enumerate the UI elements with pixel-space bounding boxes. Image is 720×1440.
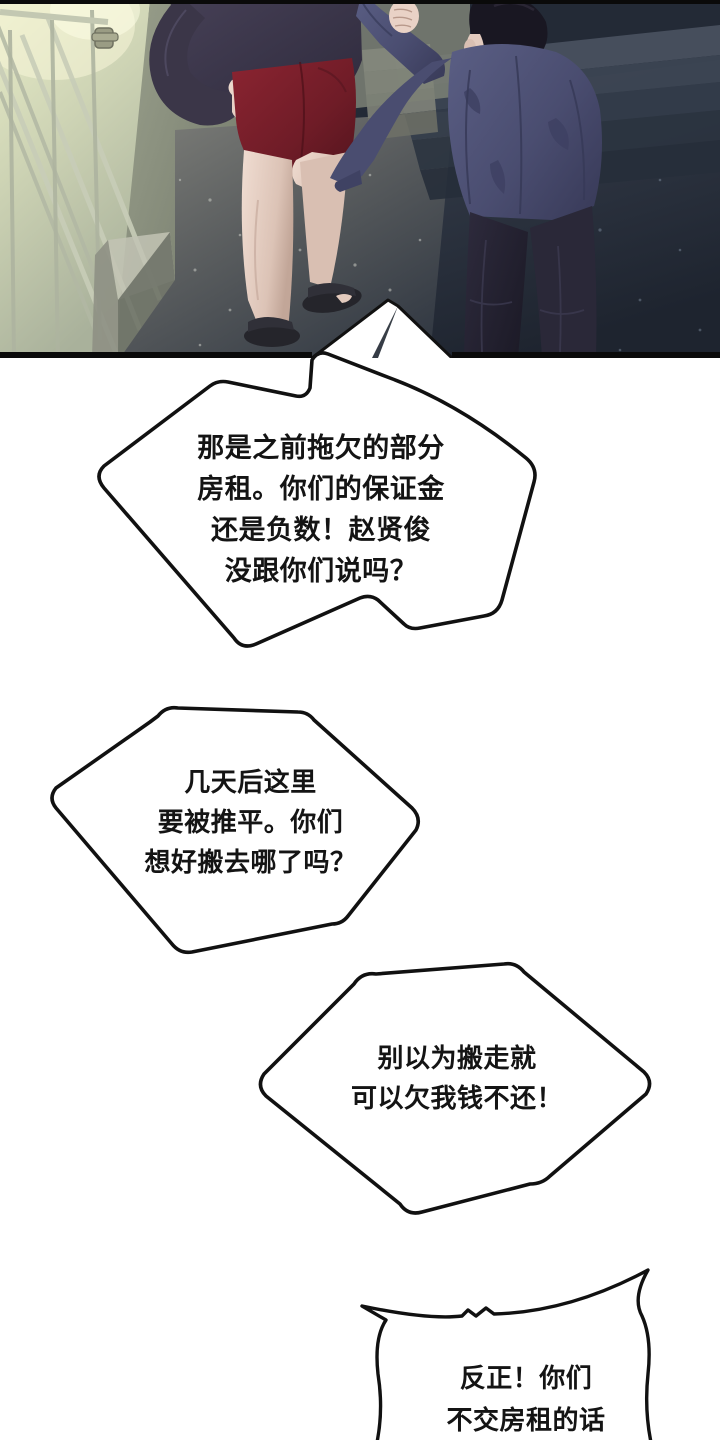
bubble-4-outline: [360, 1268, 653, 1440]
speech-bubble-debt-warning: 别以为搬走就 可以欠我钱不还！: [250, 960, 665, 1220]
bubble-1-text: 那是之前拖欠的部分 房租。你们的保证金 还是负数！赵贤俊 没跟你们说吗？: [197, 433, 445, 586]
bubble-2-outline: [50, 705, 421, 955]
speech-bubble-rent-arrears: 那是之前拖欠的部分 房租。你们的保证金 还是负数！赵贤俊 没跟你们说吗？: [60, 300, 580, 680]
bubble-4-text: 反正！你们 不交房租的话: [446, 1363, 606, 1435]
speech-bubble-demolition: 几天后这里 要被推平。你们 想好搬去哪了吗？: [40, 690, 460, 970]
bubble-1-outline: [97, 351, 537, 648]
alley-scene-illustration: [0, 0, 720, 358]
comic-art-panel: [0, 0, 720, 358]
shout-bubble-rent-threat: 反正！你们 不交房租的话: [340, 1262, 720, 1440]
bubble-3-text: 别以为搬走就 可以欠我钱不还！: [350, 1043, 563, 1113]
bubble-3-outline: [258, 961, 652, 1215]
bubble-2-text: 几天后这里 要被推平。你们 想好搬去哪了吗？: [144, 767, 357, 877]
